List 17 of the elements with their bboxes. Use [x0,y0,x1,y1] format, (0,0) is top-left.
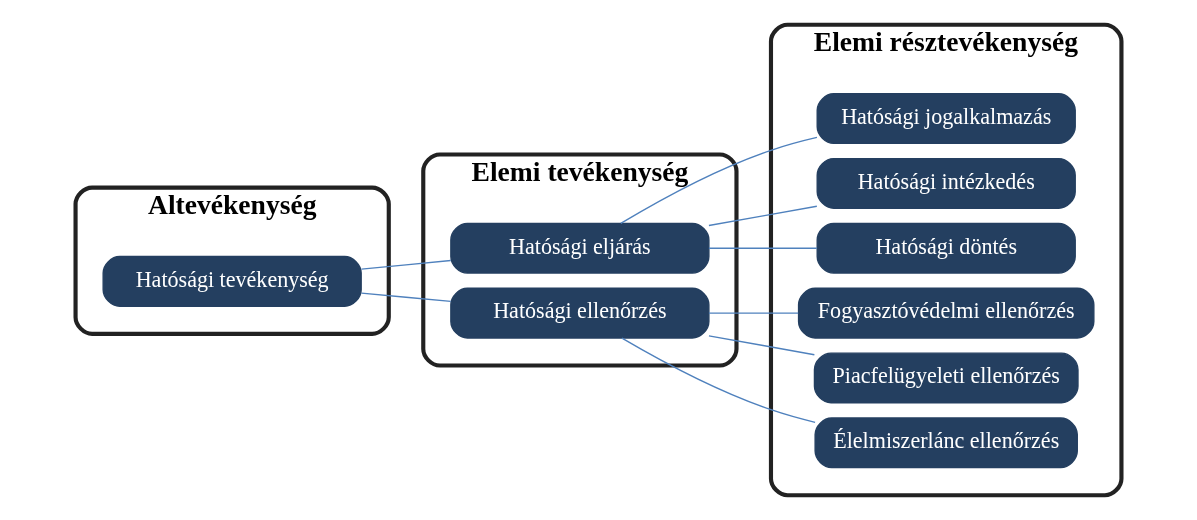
node-box: Hatósági ellenőrzés [450,287,710,339]
node-box: Hatósági tevékenység [102,255,362,307]
node-box: Hatósági eljárás [450,222,710,274]
connector [620,136,818,225]
connector [708,205,818,227]
connector [708,247,818,249]
connector [621,337,816,423]
connector [360,259,452,270]
node-box: Hatósági jogalkalmazás [816,93,1076,145]
connector [708,335,816,356]
node-box: Hatósági döntés [816,222,1076,274]
connector [708,312,799,314]
connector [360,292,452,303]
node-box: Hatósági intézkedés [816,157,1076,209]
node-box: Piacfelügyeleti ellenőrzés [813,352,1079,404]
node-box: Élelmiszerlánc ellenőrzés [814,417,1078,469]
node-box: Fogyasztóvédelmi ellenőrzés [797,287,1095,339]
